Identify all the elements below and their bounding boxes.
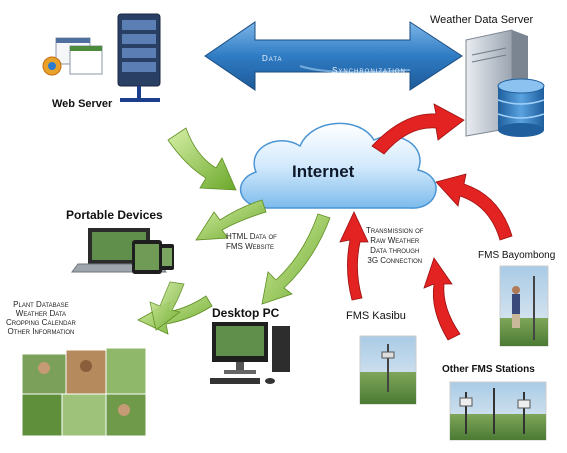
transmission-line-3: Data through xyxy=(370,246,420,255)
html-data-line-2: FMS Website xyxy=(226,242,274,251)
desktop-pc-icon xyxy=(210,322,290,384)
web-server-icon xyxy=(42,13,161,102)
fms-kasibu-label: FMS Kasibu xyxy=(346,310,406,322)
green-arrow-cloud-to-portable xyxy=(195,199,267,241)
transmission-line-4: 3G Connection xyxy=(367,256,423,265)
info-list-item-4: Other Information xyxy=(7,327,75,336)
fms-kasibu-photo xyxy=(359,335,417,405)
red-arrow-other-stations-to-cloud xyxy=(423,257,461,341)
sync-double-arrow xyxy=(204,21,463,91)
html-data-line-1: HTML Data of xyxy=(226,232,277,241)
other-fms-stations-label: Other FMS Stations xyxy=(442,364,535,375)
info-list-item-2: Weather Data xyxy=(15,309,67,318)
info-list-item-1: Plant Database xyxy=(13,300,69,309)
portable-devices-label: Portable Devices xyxy=(66,208,163,222)
green-arrow-portable-to-list xyxy=(149,281,185,331)
html-data-note: HTML Data of FMS Website xyxy=(226,232,277,252)
other-fms-stations-photo xyxy=(449,381,547,441)
red-arrow-bayombong-to-cloud xyxy=(435,173,513,241)
transmission-line-2: Raw Weather xyxy=(370,236,420,245)
desktop-pc-label: Desktop PC xyxy=(212,306,280,320)
farming-photo-collage xyxy=(21,347,147,437)
weather-data-server-label: Weather Data Server xyxy=(430,14,534,26)
transmission-note: Transmission of Raw Weather Data through… xyxy=(366,226,423,266)
red-arrow-cloud-to-weather-server xyxy=(371,103,465,155)
info-list: Plant Database Weather Data Cropping Cal… xyxy=(6,300,76,336)
internet-label: Internet xyxy=(292,162,355,181)
green-arrow-cloud-to-desktop xyxy=(261,213,331,305)
weather-data-server-icon xyxy=(465,29,545,137)
green-arrow-webserver-to-cloud xyxy=(167,127,237,191)
portable-devices-icon xyxy=(71,228,174,274)
sync-arrow-sync-label: Synchronization xyxy=(332,66,406,75)
red-arrow-kasibu-to-cloud xyxy=(339,211,369,301)
info-list-item-3: Cropping Calendar xyxy=(6,318,76,327)
web-server-label: Web Server xyxy=(52,98,113,110)
transmission-line-1: Transmission of xyxy=(366,226,424,235)
fms-bayombong-photo xyxy=(499,265,549,347)
sync-arrow-data-label: Data xyxy=(262,54,283,63)
fms-bayombong-label: FMS Bayombong xyxy=(478,250,556,261)
